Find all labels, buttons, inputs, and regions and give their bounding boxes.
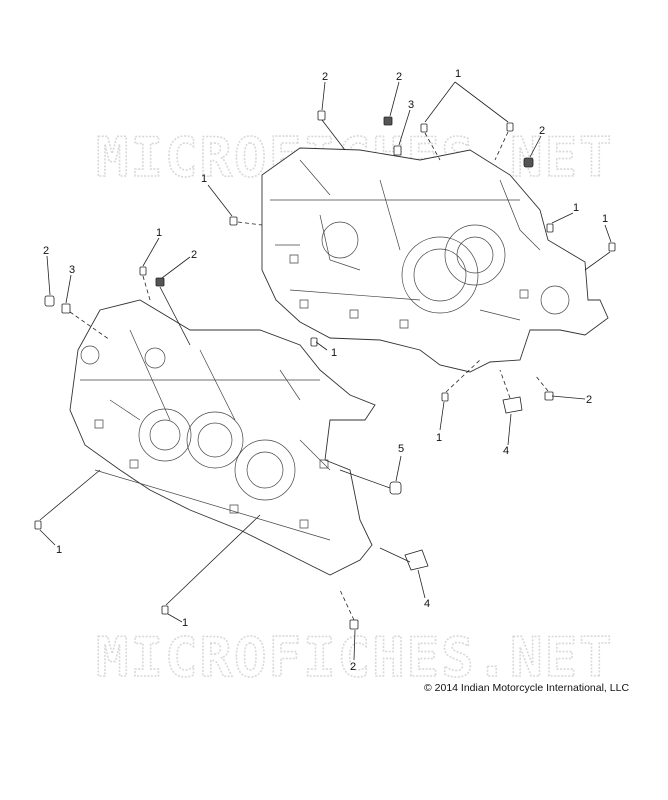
callout-c21: 2	[350, 661, 356, 673]
plug-2c	[155, 277, 165, 287]
dowel-pin-1e	[608, 242, 616, 252]
dowel-pin-2a	[317, 110, 326, 121]
callout-c1: 2	[322, 71, 328, 83]
callout-c9: 2	[43, 245, 49, 257]
seal-5	[389, 481, 402, 495]
callout-c18: 1	[56, 544, 62, 556]
crankcase-half-upper	[261, 147, 609, 373]
copyright-notice: © 2014 Indian Motorcycle International, …	[424, 682, 630, 694]
dowel-pin-1a	[420, 123, 428, 133]
callout-c2: 2	[396, 71, 402, 83]
plug-2a	[383, 116, 393, 126]
callout-c6: 1	[201, 173, 207, 185]
callout-c3: 3	[408, 99, 414, 111]
dowel-pin-1g	[139, 266, 147, 276]
callout-c14: 1	[436, 432, 442, 444]
plug-2b	[523, 157, 534, 168]
bushing-3b	[61, 303, 71, 314]
dowel-pin-1c	[229, 216, 238, 226]
bushing-3a	[393, 145, 402, 156]
callout-c12: 2	[191, 249, 197, 261]
callout-c15: 2	[586, 394, 592, 406]
callout-c4: 1	[455, 68, 461, 80]
callout-c7: 1	[573, 202, 579, 214]
callout-c13: 1	[331, 347, 337, 359]
dowel-pin-2d	[349, 619, 359, 630]
dowel-pin-1j	[161, 605, 169, 615]
bushing-4a	[502, 396, 523, 414]
crankcase-half-lower	[69, 299, 376, 576]
dowel-pin-1i	[34, 520, 42, 530]
callout-c16: 4	[503, 445, 509, 457]
callout-c5: 2	[539, 125, 545, 137]
dowel-pin-1h	[310, 337, 318, 347]
callout-c17: 5	[398, 443, 404, 455]
callout-c10: 3	[69, 264, 75, 276]
callout-labels: 2 2 3 1 2 1 1 1 2 3 1 2 1 1 2 4 5 1 4 1 …	[43, 68, 608, 673]
callout-c20: 1	[182, 617, 188, 629]
dowel-pin-2c	[44, 295, 55, 307]
dowel-pin-2b	[544, 391, 554, 401]
dowel-pin-1b	[506, 122, 514, 132]
leader-lines	[39, 81, 612, 661]
callout-c11: 1	[156, 227, 162, 239]
callout-c8: 1	[602, 213, 608, 225]
bushing-4b	[404, 549, 429, 571]
dowel-pin-1f	[441, 392, 449, 402]
callout-c19: 4	[424, 598, 430, 610]
dowel-pin-1d	[546, 223, 554, 233]
loose-parts	[34, 110, 616, 630]
